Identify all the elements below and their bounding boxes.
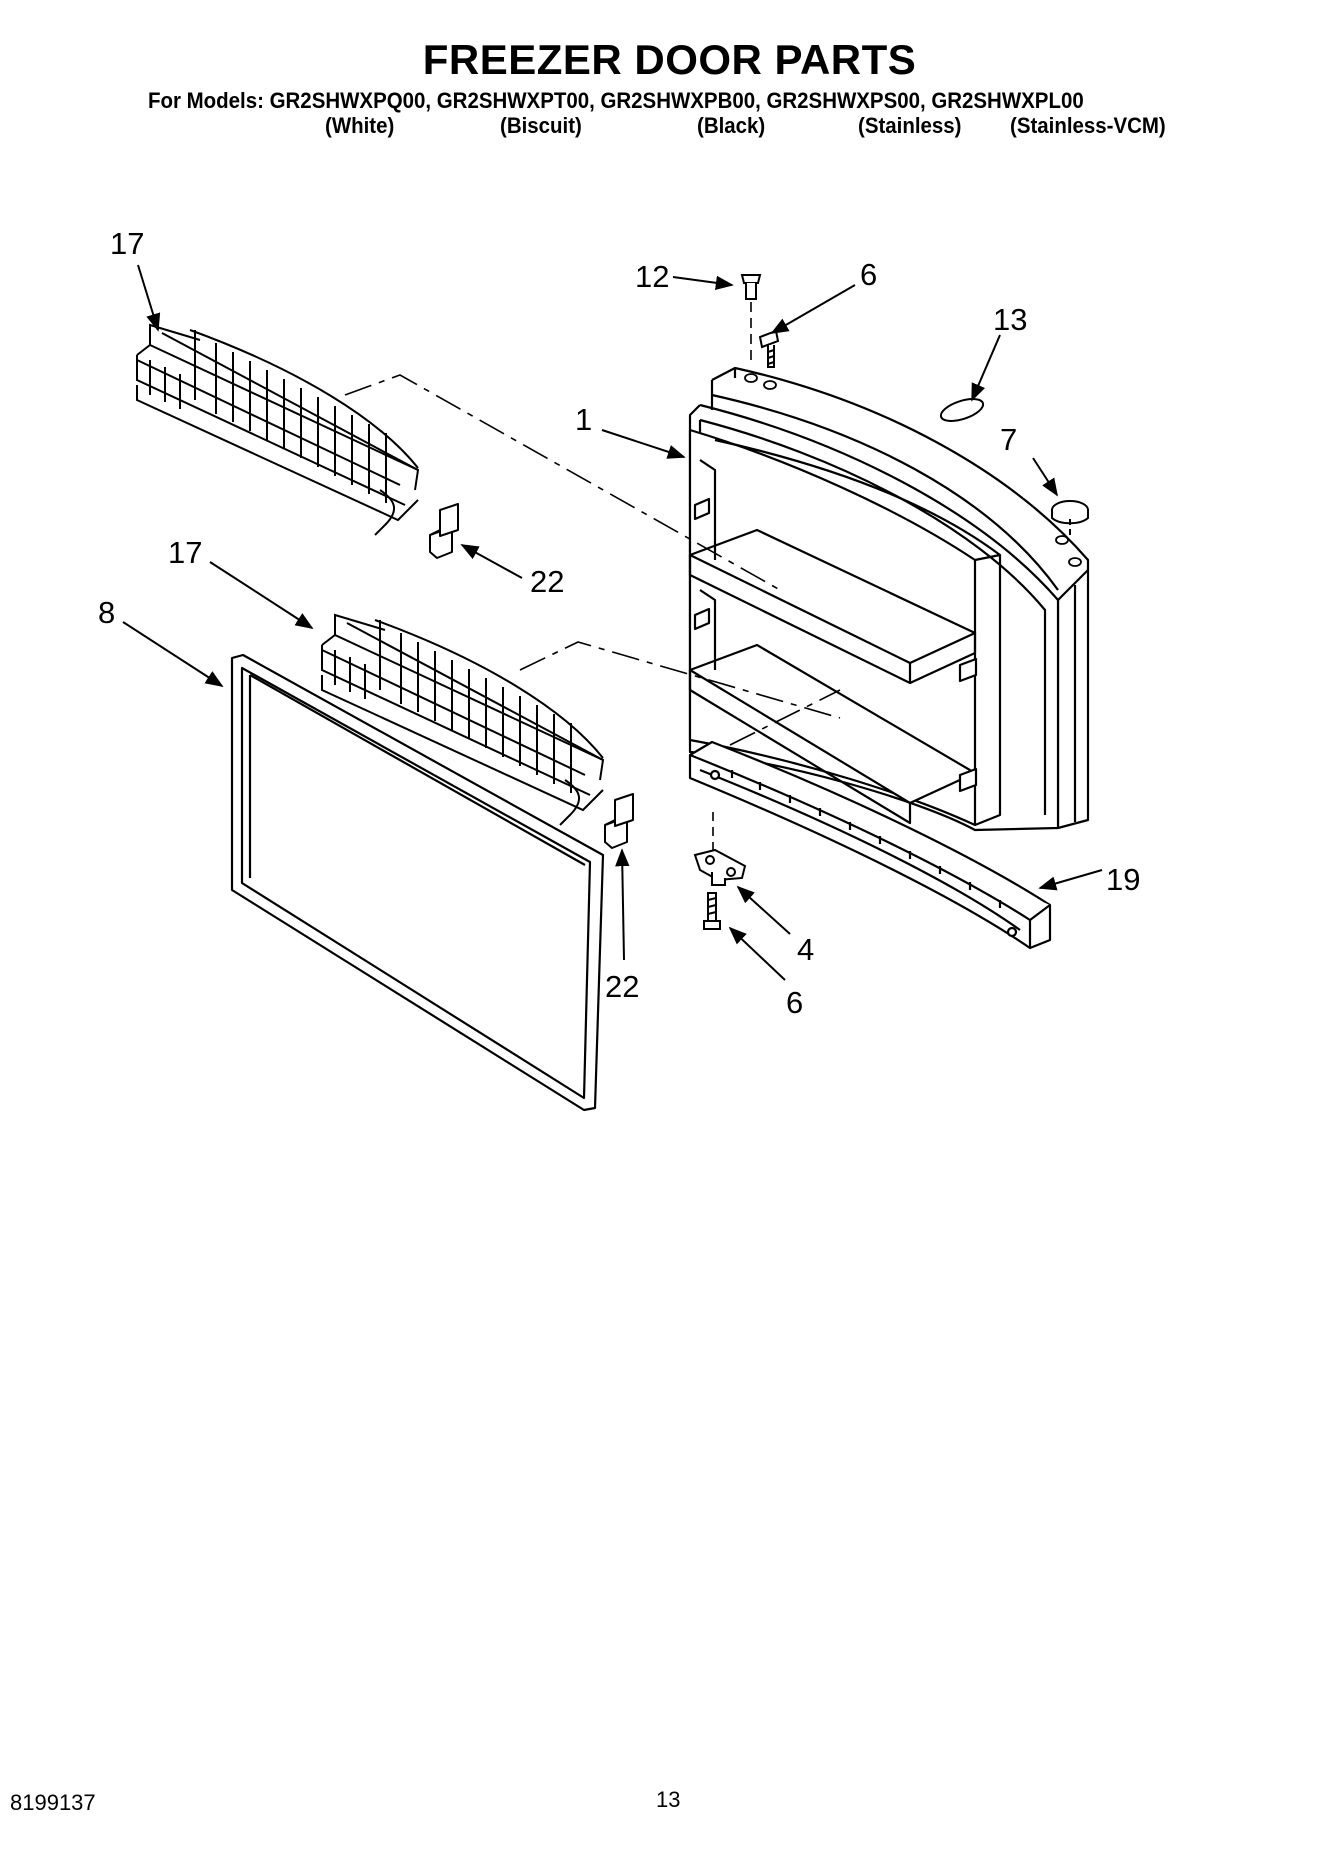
page-number: 13: [656, 1787, 681, 1812]
hinge-pin-part: [740, 274, 762, 300]
callout-6-top: 6: [860, 257, 877, 292]
alignment-lines: [344, 374, 841, 746]
callout-17-mid: 17: [168, 535, 202, 570]
variant-stainless: (Stainless): [858, 113, 962, 138]
models-line: For Models: GR2SHWXPQ00, GR2SHWXPT00, GR…: [148, 88, 1084, 113]
basket-clip-upper: [429, 503, 459, 559]
callout-7: 7: [1000, 422, 1017, 457]
door-gasket: [230, 653, 605, 1112]
door-bottom-trim: [688, 740, 1052, 950]
plug-button-part: [939, 398, 985, 422]
document-number: 8199137: [10, 1790, 96, 1815]
callout-22-bottom: 22: [605, 969, 639, 1004]
cap-part: [1051, 500, 1089, 536]
callout-13: 13: [993, 302, 1027, 337]
leader-arrows: [122, 264, 1103, 981]
wire-basket-lower: [321, 613, 605, 826]
callout-8: 8: [98, 595, 115, 630]
variant-stainless-vcm: (Stainless-VCM): [1010, 113, 1166, 138]
variant-black: (Black): [697, 113, 766, 138]
callout-17-top: 17: [110, 226, 144, 261]
callout-1: 1: [575, 402, 592, 437]
wire-basket-upper: [136, 323, 420, 536]
callout-22-top: 22: [530, 564, 564, 599]
page-title: FREEZER DOOR PARTS: [422, 36, 917, 83]
callout-4: 4: [797, 932, 814, 967]
basket-clip-lower: [604, 793, 634, 849]
callout-19: 19: [1106, 862, 1140, 897]
bottom-hinge-part: [693, 848, 747, 886]
variant-biscuit: (Biscuit): [500, 113, 582, 138]
variant-white: (White): [325, 113, 395, 138]
screw-bottom-part: [703, 892, 721, 930]
door-liner-part: [688, 366, 1090, 832]
callout-12: 12: [635, 259, 669, 294]
door-top-holes: [744, 373, 1082, 567]
screw-top-part: [758, 329, 780, 368]
callout-6-bottom: 6: [786, 985, 803, 1020]
